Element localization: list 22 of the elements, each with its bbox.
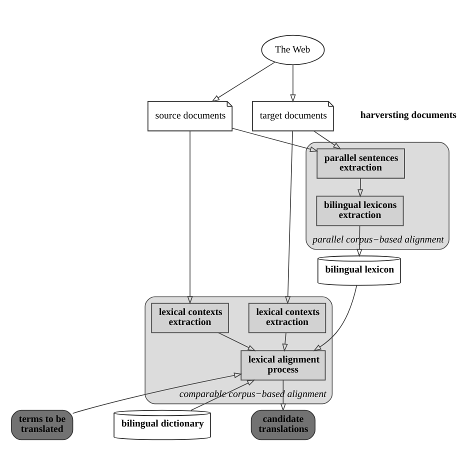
node-box: terms to be translated <box>11 409 74 440</box>
arrow <box>313 130 342 150</box>
node-box: lexical contexts extraction <box>248 302 326 333</box>
arrow <box>211 61 276 102</box>
node-ellipse: The Web <box>261 34 325 65</box>
node-box: lexical alignment process <box>240 350 326 380</box>
arrow <box>313 284 358 351</box>
arrow <box>218 332 256 351</box>
arrow <box>357 177 364 197</box>
node-box: lexical contexts extraction <box>151 302 229 333</box>
arrow <box>280 379 286 412</box>
arrow <box>290 64 296 102</box>
arrow <box>232 127 318 152</box>
arrow <box>72 372 242 414</box>
arrow <box>190 379 256 410</box>
arrow <box>284 130 293 304</box>
node-box: candidate translations <box>250 409 316 440</box>
arrow <box>187 130 193 304</box>
node-box: parallel sentences extraction <box>316 148 405 178</box>
label: harversting documents <box>360 109 456 120</box>
arrow <box>282 332 288 352</box>
node-box: bilingual lexicons extraction <box>316 195 404 226</box>
